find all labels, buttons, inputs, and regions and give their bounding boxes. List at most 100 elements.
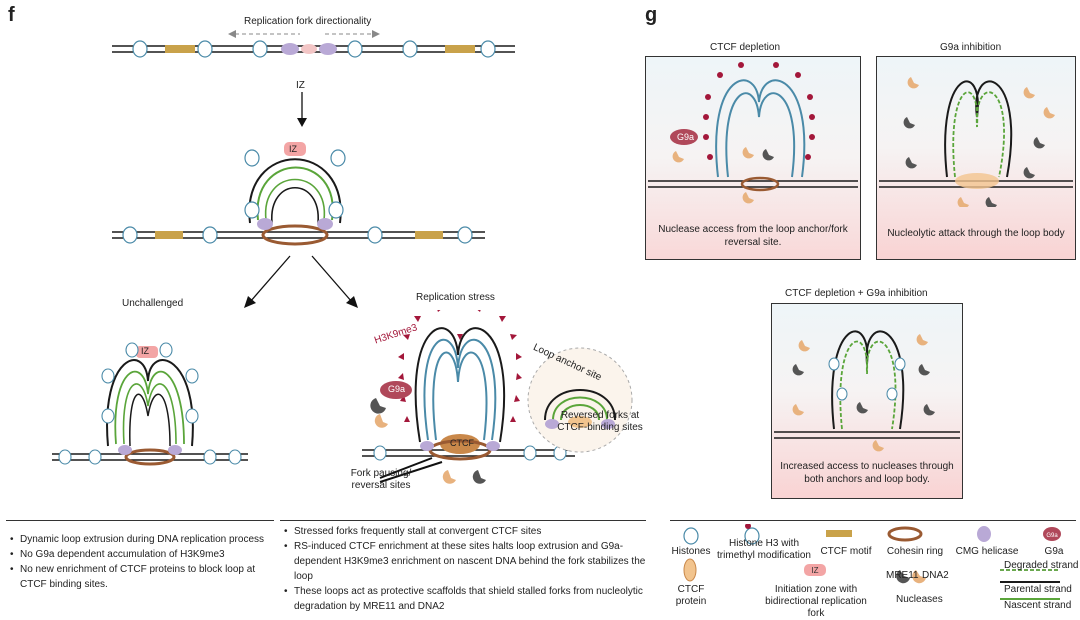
box1-caption: Nuclease access from the loop anchor/for… <box>658 224 848 248</box>
g9a-inhibition-diagram <box>879 77 1073 207</box>
bullet-right-1: Stressed forks frequently stall at conve… <box>284 524 646 539</box>
histone <box>330 149 346 167</box>
linear-dna-diagram <box>112 30 515 58</box>
legend-cohesin: Cohesin ring <box>886 546 944 557</box>
bullet-left-2: No G9a dependent accumulation of H3K9me3 <box>10 547 282 562</box>
cohesin-ring-icon <box>887 526 923 542</box>
combined-diagram <box>774 330 960 452</box>
g9a-blob <box>380 381 412 399</box>
reversed-forks-label: Reversed forks at CTCF-binding sites <box>557 410 643 433</box>
box3-caption: Increased access to nucleases through bo… <box>780 461 954 485</box>
legend-divider <box>670 520 1076 521</box>
histone-icon <box>683 527 699 545</box>
unchallenged-title: Unchallenged <box>122 298 184 309</box>
g9a-icon <box>1043 527 1061 541</box>
stress-loop-diagram <box>362 310 633 484</box>
legend-nascent: Nascent strand <box>1004 600 1072 611</box>
ctcf-label: CTCF <box>450 438 474 448</box>
legend-nascent-line <box>1000 598 1060 600</box>
down-arrow <box>297 92 307 127</box>
box3-title: CTCF depletion + G9a inhibition <box>785 288 928 299</box>
histone <box>202 226 218 244</box>
unchallenged-loop-diagram <box>52 342 248 466</box>
histone <box>328 201 344 219</box>
ctcf-motif <box>445 45 475 53</box>
histone <box>480 40 496 58</box>
histone <box>347 40 363 58</box>
bullets-left: Dynamic loop extrusion during DNA replic… <box>10 532 282 592</box>
legend-initiation-zone: Initiation zone with bidirectional repli… <box>765 584 867 619</box>
box1-g9a-label: G9a <box>677 132 695 142</box>
box2-caption: Nucleolytic attack through the loop body <box>887 228 1065 239</box>
box2-title: G9a inhibition <box>940 42 1002 53</box>
g9a-label: G9a <box>388 384 406 394</box>
combined-box: Increased access to nucleases through bo… <box>771 303 963 499</box>
histone-h3-icon <box>744 527 760 545</box>
cmg-helicase <box>168 445 182 455</box>
bullets-right-divider <box>280 520 646 521</box>
legend-ctcf-motif: CTCF motif <box>820 546 872 557</box>
histone <box>197 40 213 58</box>
panel-f-letter: f <box>8 4 15 26</box>
cmg-helicase <box>118 445 132 455</box>
ctcf-motif <box>155 231 183 239</box>
legend-parental: Parental strand <box>1004 584 1072 595</box>
legend-icons-row1: G9a IZ <box>683 524 1061 584</box>
legend-mre11: MRE11 <box>886 570 919 581</box>
histone <box>132 40 148 58</box>
ctcf-depletion-diagram <box>648 62 858 204</box>
cohesin-ring <box>124 448 176 466</box>
iz-box <box>284 142 306 156</box>
bullets-left-divider <box>6 520 274 521</box>
panel-g-letter: g <box>645 4 658 26</box>
legend-histone-h3: Histone H3 with trimethyl modification <box>717 538 811 561</box>
ctcf-motif-icon <box>826 530 852 537</box>
dna2-icon <box>912 570 926 584</box>
histone <box>122 226 138 244</box>
ctcf-motif <box>415 231 443 239</box>
histone <box>457 226 473 244</box>
bullet-right-2: RS-induced CTCF enrichment at these site… <box>284 539 646 584</box>
legend-nucleases: Nucleases <box>896 594 943 605</box>
bullet-left-3: No new enrichment of CTCF proteins to bl… <box>10 562 282 592</box>
unchallenged-iz-label: IZ <box>141 346 149 356</box>
histone <box>244 149 260 167</box>
cmg-helicase <box>319 43 337 55</box>
legend-ctcf-protein: CTCF protein <box>675 584 707 607</box>
histone <box>367 226 383 244</box>
legend-cmg: CMG helicase <box>955 546 1019 557</box>
ctcf-protein-icon <box>683 558 697 582</box>
fork-directionality-label: Replication fork directionality <box>244 16 372 27</box>
iz-bubble-diagram <box>112 142 485 246</box>
legend-histones: Histones <box>671 546 711 557</box>
iz-arrow-label: IZ <box>296 80 305 91</box>
bullets-right: Stressed forks frequently stall at conve… <box>284 524 646 614</box>
cohesin-ring <box>261 224 329 246</box>
initiation-zone-icon <box>804 564 826 576</box>
legend-dna2: DNA2 <box>922 570 949 581</box>
replication-stress-title: Replication stress <box>416 292 495 303</box>
iz-marker <box>301 44 317 54</box>
ctcf-motif <box>165 45 195 53</box>
histone <box>252 40 268 58</box>
ctcf-depletion-box: G9a Nuclease access from the loop anchor… <box>645 56 861 260</box>
cmg-helicase <box>281 43 299 55</box>
branch-arrows <box>244 255 358 308</box>
legend-degraded: Degraded strand <box>1004 560 1079 571</box>
cmg-helicase <box>257 218 273 230</box>
bullet-right-3: These loops act as protective scaffolds … <box>284 584 646 614</box>
g9a-icon-text: G9a <box>1046 533 1058 539</box>
cmg-helicase-icon <box>977 526 991 542</box>
histone <box>402 40 418 58</box>
box1-title: CTCF depletion <box>710 42 781 53</box>
mre11-icon <box>896 570 910 584</box>
iz-icon-text: IZ <box>811 566 818 575</box>
cmg-helicase <box>317 218 333 230</box>
iz-bubble-label: IZ <box>289 144 297 154</box>
ctcf-protein-cluster <box>440 434 480 454</box>
g9a-inhibition-box: Nucleolytic attack through the loop body <box>876 56 1076 260</box>
fork-pausing-label: Fork pausing/ reversal sites <box>350 468 412 491</box>
bullet-left-1: Dynamic loop extrusion during DNA replic… <box>10 532 282 547</box>
histone <box>244 201 260 219</box>
legend-g9a: G9a <box>1044 546 1064 557</box>
